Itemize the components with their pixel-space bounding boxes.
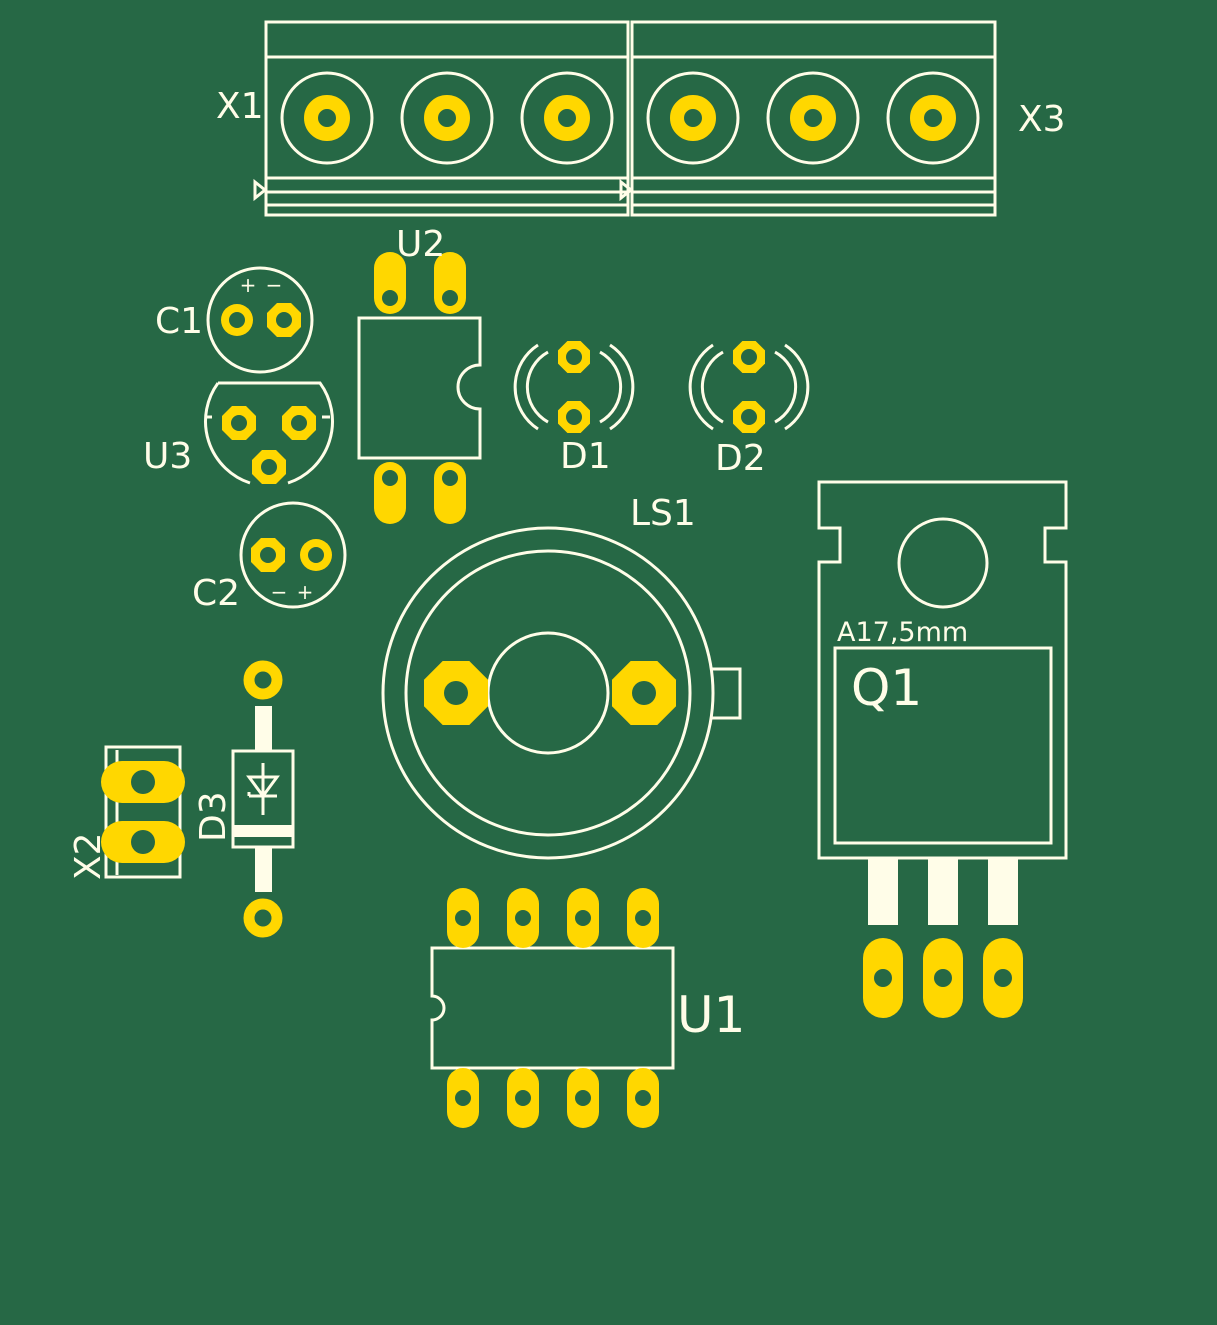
terminal-pad xyxy=(670,95,716,141)
drill-hole xyxy=(455,1090,471,1106)
q1-note: A17,5mm xyxy=(837,617,968,648)
drill-hole xyxy=(260,547,276,563)
drill-hole xyxy=(575,1090,591,1106)
diode-d3[interactable] xyxy=(231,660,295,938)
c2-plus-sign: + xyxy=(297,580,314,604)
terminal-outline xyxy=(766,71,860,165)
c1-plus-sign: + xyxy=(240,273,257,297)
drill-hole xyxy=(741,409,757,425)
terminal-pad xyxy=(790,95,836,141)
led-d1[interactable] xyxy=(513,341,635,433)
drill-hole xyxy=(515,910,531,926)
drill-hole xyxy=(276,312,292,328)
drill-hole xyxy=(444,681,468,705)
ic-u1[interactable] xyxy=(430,888,675,1128)
led-d2[interactable] xyxy=(688,341,810,433)
drill-hole xyxy=(291,415,307,431)
transistor-q1[interactable] xyxy=(817,480,1068,1018)
capacitor-c2[interactable] xyxy=(239,501,347,609)
d2-label: D2 xyxy=(715,438,766,479)
terminal-pad xyxy=(424,95,470,141)
d1-label: D1 xyxy=(560,436,611,477)
q1-label: Q1 xyxy=(851,659,922,717)
connector-x3[interactable] xyxy=(619,20,997,217)
x1-label: X1 xyxy=(216,86,264,127)
u2-label: U2 xyxy=(396,224,445,265)
c2-label: C2 xyxy=(192,573,240,614)
buzzer-ls1[interactable] xyxy=(381,526,742,860)
terminal-pad xyxy=(910,95,956,141)
c2-minus-sign: − xyxy=(271,580,288,604)
ic-u2[interactable] xyxy=(357,252,482,524)
ls1-label: LS1 xyxy=(630,493,696,534)
u1-label: U1 xyxy=(677,986,745,1044)
terminal-pad xyxy=(304,95,350,141)
d3-label: D3 xyxy=(193,791,234,842)
drill-hole xyxy=(455,910,471,926)
drill-hole xyxy=(632,681,656,705)
terminal-outline xyxy=(646,71,740,165)
drill-hole xyxy=(566,409,582,425)
drill-hole xyxy=(741,349,757,365)
connector-x1[interactable] xyxy=(253,20,630,217)
terminal-outline xyxy=(886,71,980,165)
drill-hole xyxy=(515,1090,531,1106)
connector-x2[interactable] xyxy=(101,745,185,879)
drill-hole xyxy=(635,1090,651,1106)
drill-hole xyxy=(231,415,247,431)
transistor-u3[interactable] xyxy=(204,381,334,485)
drill-hole xyxy=(261,459,277,475)
terminal-outline xyxy=(280,71,374,165)
c1-minus-sign: − xyxy=(266,273,283,297)
x2-label: X2 xyxy=(68,832,109,880)
terminal-outline xyxy=(400,71,494,165)
drill-hole xyxy=(575,910,591,926)
drill-hole xyxy=(635,910,651,926)
terminal-pad xyxy=(544,95,590,141)
terminal-outline xyxy=(520,71,614,165)
capacitor-c1[interactable] xyxy=(206,266,314,374)
u3-label: U3 xyxy=(143,436,192,477)
c1-label: C1 xyxy=(155,301,203,342)
x3-label: X3 xyxy=(1018,99,1066,140)
drill-hole xyxy=(566,349,582,365)
